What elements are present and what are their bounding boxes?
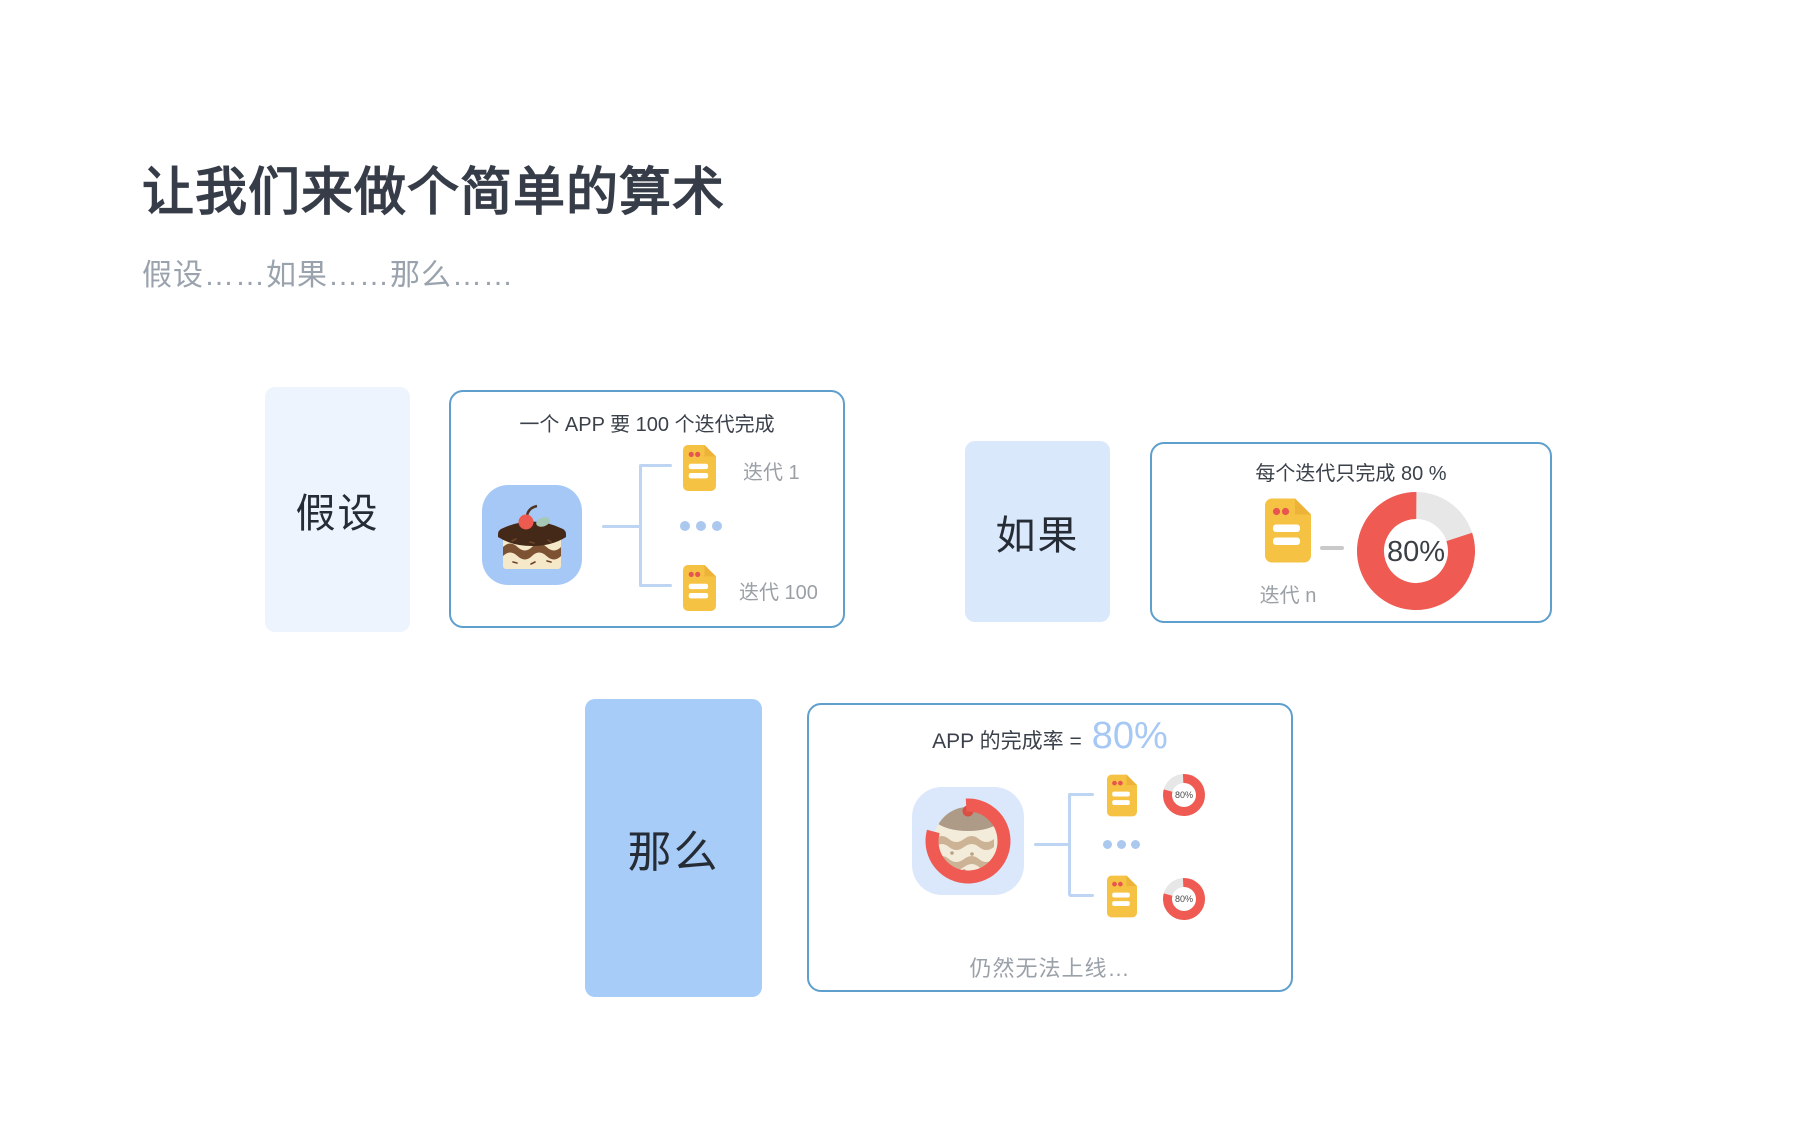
ellipsis-dots-icon — [1103, 839, 1140, 849]
iteration-n-label: 迭代 n — [1259, 585, 1317, 607]
donut-chart-80: 80% — [1356, 491, 1476, 611]
ellipsis-dots-icon — [680, 521, 722, 531]
hypothesis-label-box: 假设 — [265, 387, 410, 632]
iteration-1-label: 迭代 1 — [743, 462, 800, 484]
document-icon — [1107, 875, 1137, 918]
hypothesis-card-title: 一个 APP 要 100 个迭代完成 — [519, 414, 775, 436]
connector-stub — [602, 524, 640, 528]
document-icon — [683, 565, 716, 611]
connector-branch-bottom — [1069, 893, 1094, 897]
result-caption: 仍然无法上线… — [969, 956, 1131, 981]
connector-branch-top — [1069, 792, 1094, 796]
result-label-box: 那么 — [585, 699, 762, 997]
condition-card-title: 每个迭代只完成 80 % — [1255, 463, 1447, 485]
dash-connector — [1320, 546, 1344, 550]
condition-label-box: 如果 — [965, 441, 1110, 622]
connector-stub — [1034, 842, 1069, 846]
result-card-title: APP 的完成率 = 80% — [809, 715, 1291, 758]
document-icon — [683, 445, 716, 491]
connector-vertical — [1067, 792, 1071, 896]
donut-value-label: 80% — [1387, 536, 1445, 568]
connector-branch-bottom — [640, 583, 672, 587]
iteration-100-label: 迭代 100 — [739, 582, 818, 604]
result-label: 那么 — [627, 828, 720, 877]
hypothesis-label: 假设 — [295, 491, 380, 536]
result-title-value: 80% — [1091, 715, 1168, 757]
connector-branch-top — [640, 463, 672, 467]
mini-donut-chart-80: 80% — [1162, 877, 1206, 921]
page-title: 让我们来做个简单的算术 — [142, 164, 726, 222]
connector-vertical — [638, 463, 642, 587]
condition-label: 如果 — [995, 513, 1080, 558]
result-title-prefix: APP 的完成率 = — [932, 730, 1082, 753]
cake-app-icon — [482, 485, 582, 585]
cake-progress-app-icon — [912, 787, 1024, 895]
app-progress-ring — [925, 798, 1011, 884]
condition-card: 每个迭代只完成 80 % 迭代 n 80% — [1150, 442, 1552, 623]
document-icon — [1107, 774, 1137, 817]
result-card: APP 的完成率 = 80% — [807, 703, 1293, 992]
page-subtitle: 假设……如果……那么…… — [142, 259, 514, 292]
mini-donut-chart-80: 80% — [1162, 773, 1206, 817]
mini-donut-value-label: 80% — [1175, 790, 1193, 800]
mini-donut-value-label: 80% — [1175, 894, 1193, 904]
hypothesis-card: 一个 APP 要 100 个迭代完成 迭代 1 — [449, 390, 845, 628]
document-icon — [1265, 498, 1311, 563]
